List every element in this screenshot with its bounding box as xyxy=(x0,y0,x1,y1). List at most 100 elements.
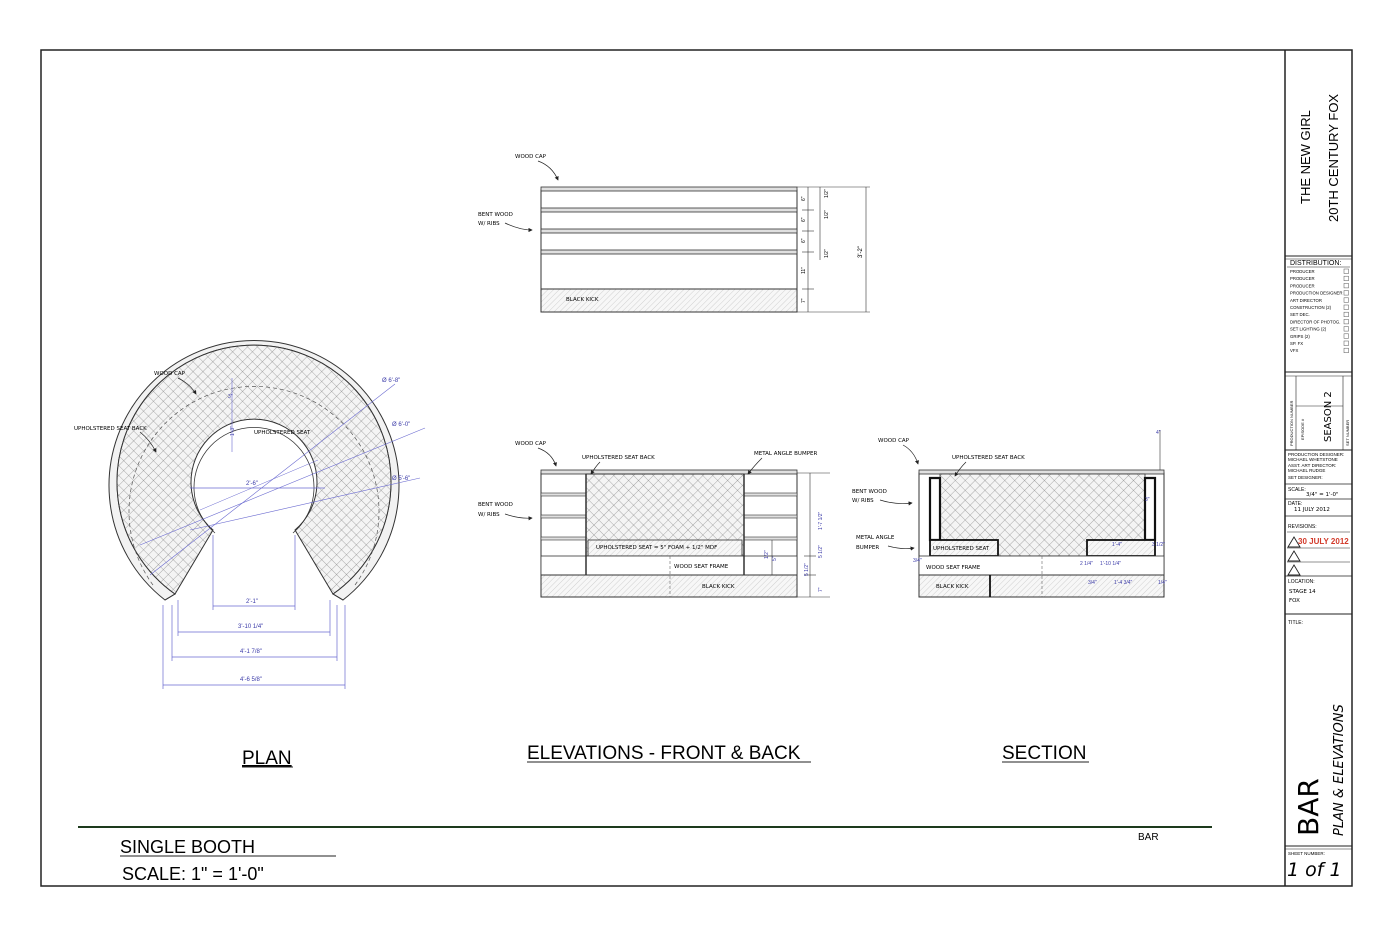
plan-dim-w3: 3'-10 1/4" xyxy=(238,624,263,630)
section-dim-c: 1'-4" xyxy=(1112,542,1122,548)
revision-triangle-icon xyxy=(1287,550,1301,562)
elev-dim-f: 1/2" xyxy=(824,189,830,198)
location-label: LOCATION: xyxy=(1288,579,1315,585)
location-1: STAGE 14 xyxy=(1289,589,1316,595)
section-view: 4" 3" 1'-4" 3 1/2" 2 1/4" 1'-10 1/4" 3/4… xyxy=(852,430,1167,598)
production-designer: MICHAEL WHETSTONE xyxy=(1288,457,1338,462)
distribution-checkbox[interactable] xyxy=(1343,311,1349,317)
sheet-number: 1 of 1 xyxy=(1287,859,1342,881)
section-seat-label: UPHOLSTERED SEAT xyxy=(933,546,990,552)
elevation-front-view: 1'-7 1/2" 5 1/2" 5" 1/2" 7" 5 1/2" WOOD … xyxy=(478,441,830,598)
plan-dim-t1: 3" xyxy=(228,394,233,400)
distribution-checkbox[interactable] xyxy=(1343,275,1349,281)
elev-dim-total: 3'-2" xyxy=(858,246,864,258)
section-dim-g: 3/4" xyxy=(1088,580,1097,586)
front-black-kick xyxy=(540,574,798,598)
section-wood-seat-frame: WOOD SEAT FRAME xyxy=(926,565,981,571)
distribution-item: PRODUCER xyxy=(1290,269,1315,274)
plan-dim-w1: 2'-6" xyxy=(246,481,258,487)
distribution-checkbox[interactable] xyxy=(1343,290,1349,296)
bent-wood-rib xyxy=(540,249,798,255)
front-dim-e: 7" xyxy=(818,587,824,592)
section-dim-h: 1'-4 3/4" xyxy=(1114,580,1133,586)
section-label-metal-angle: METAL ANGLE xyxy=(856,535,895,541)
sheet-border xyxy=(40,49,1353,887)
elevations-title: ELEVATIONS - FRONT & BACK xyxy=(527,743,801,764)
elev-dim-g: 1/2" xyxy=(824,210,830,219)
distribution-checkbox[interactable] xyxy=(1343,304,1349,310)
section-label-bent-wood: BENT WOOD xyxy=(852,489,887,495)
distribution-checkbox[interactable] xyxy=(1343,340,1349,346)
plan-dim-t2: 1'-3" xyxy=(230,426,236,436)
show-title: THE NEW GIRL xyxy=(1298,110,1313,204)
plan-label-seat: UPHOLSTERED SEAT xyxy=(254,430,311,436)
plan-dim-w5: 4'-6 5/8" xyxy=(240,677,262,683)
distribution-checkbox[interactable] xyxy=(1343,268,1349,274)
episode-label: EPISODE # xyxy=(1300,418,1305,440)
plan-dim-w4: 4'-1 7/8" xyxy=(240,649,262,655)
black-kick xyxy=(540,288,798,313)
distribution-item: SP. FX xyxy=(1290,341,1303,346)
distribution-item: PRODUCTION DESIGNER xyxy=(1290,291,1343,296)
plan-view: 2'-6" 2'-1" 3'-10 1/4" 4'-1 7/8" 4'-6 5/… xyxy=(74,340,426,689)
distribution-item: ART DIRECTOR xyxy=(1290,298,1322,303)
section-dim-j: 3/4" xyxy=(913,558,922,564)
distribution-checkbox[interactable] xyxy=(1343,326,1349,332)
distribution-checkbox[interactable] xyxy=(1343,297,1349,303)
front-dim-f: 5 1/2" xyxy=(804,563,810,576)
scale-label: SCALE: xyxy=(1288,487,1306,493)
production-number-label: PRODUCTION NUMBER xyxy=(1289,401,1294,446)
plan-label-seat-back: UPHOLSTERED SEAT BACK xyxy=(74,426,147,432)
elev-label-ribs: W/ RIBS xyxy=(478,221,500,227)
section-dim-a: 4" xyxy=(1156,430,1161,436)
elev-dim-b: 6" xyxy=(801,217,807,222)
elev-dim-h: 1/2" xyxy=(824,249,830,258)
plan-dim-d3: Ø 5'-6" xyxy=(392,476,410,482)
front-label-bent-wood: BENT WOOD xyxy=(478,502,513,508)
revision-triangle-icon xyxy=(1287,564,1301,576)
section-label-bumper: BUMPER xyxy=(856,545,879,551)
front-dim-b: 5 1/2" xyxy=(818,545,824,558)
scale-value: 3/4" = 1'-0" xyxy=(1306,492,1339,498)
distribution-item: PRODUCER xyxy=(1290,276,1315,281)
front-wood-seat-frame: WOOD SEAT FRAME xyxy=(674,564,729,570)
asst-art-director: MICHAEL RUDGE xyxy=(1288,468,1325,473)
distribution-item: GRIPS (2) xyxy=(1290,334,1310,339)
section-black-kick-label: BLACK KICK xyxy=(936,584,969,590)
season-label: SEASON 2 xyxy=(1323,391,1334,442)
front-label-seat-back: UPHOLSTERED SEAT BACK xyxy=(582,455,655,461)
bent-wood-rib xyxy=(540,207,798,213)
distribution-item: PRODUCER xyxy=(1290,283,1315,288)
plan-dim-d1: Ø 6'-8" xyxy=(382,378,400,384)
set-designer-label: SET DESIGNER: xyxy=(1288,475,1323,480)
section-dim-b: 3" xyxy=(1145,497,1150,503)
elev-dim-d: 11" xyxy=(801,267,807,274)
wood-cap-rail xyxy=(540,186,798,192)
title-label: TITLE: xyxy=(1288,620,1303,626)
elev-label-black-kick: BLACK KICK xyxy=(566,297,599,303)
section-dim-f: 1'-10 1/4" xyxy=(1100,561,1121,567)
section-label-wood-cap: WOOD CAP xyxy=(878,438,910,444)
section-dim-e: 2 1/4" xyxy=(1080,561,1093,567)
distribution-checkbox[interactable] xyxy=(1343,347,1349,353)
plan-upholstered-seat xyxy=(116,344,392,595)
section-dim-i: 1/4" xyxy=(1158,580,1167,586)
bent-wood-rib xyxy=(540,228,798,234)
distribution-checkbox[interactable] xyxy=(1343,333,1349,339)
studio-name: 20TH CENTURY FOX xyxy=(1326,94,1341,222)
front-label-wood-cap: WOOD CAP xyxy=(515,441,547,447)
distribution-heading: DISTRIBUTION: xyxy=(1290,260,1341,267)
set-title: BAR xyxy=(1292,778,1325,836)
section-label-seat-back: UPHOLSTERED SEAT BACK xyxy=(952,455,1025,461)
title-block: THE NEW GIRL 20TH CENTURY FOX DISTRIBUTI… xyxy=(1285,94,1352,881)
distribution-checkbox[interactable] xyxy=(1343,319,1349,325)
location-2: FOX xyxy=(1289,598,1300,604)
front-dim-c: 5" xyxy=(772,556,778,561)
distribution-checkbox[interactable] xyxy=(1343,283,1349,289)
plan-dim-d2: Ø 6'-0" xyxy=(392,422,410,428)
asst-art-director-label: ASST. ART DIRECTOR: xyxy=(1288,463,1336,468)
plan-dim-w2: 2'-1" xyxy=(246,599,258,605)
distribution-item: CONSTRUCTION (2) xyxy=(1290,305,1332,310)
revision-triangle-icon xyxy=(1287,536,1301,548)
front-label-ribs: W/ RIBS xyxy=(478,512,500,518)
